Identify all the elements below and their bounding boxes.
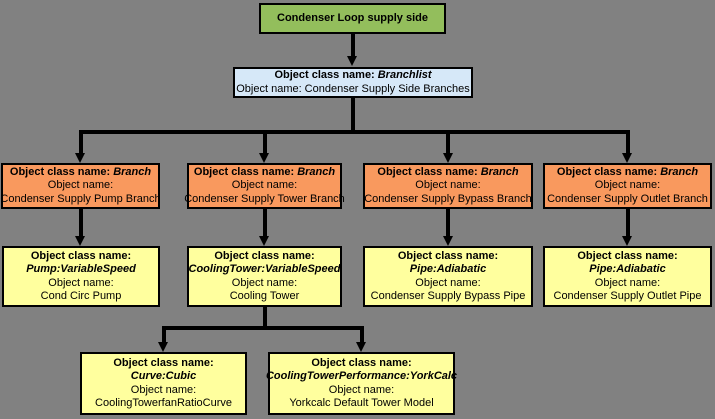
name-label: Object name: [415, 276, 481, 289]
node-branch-supply-outlet: Object class name:Branch Object name: Co… [543, 163, 712, 209]
node-curve-cubic: Object class name: Curve:Cubic Object na… [80, 352, 247, 415]
node-pipe-adiabatic-outlet: Object class name: Pipe:Adiabatic Object… [543, 246, 712, 307]
class-name: Pump:VariableSpeed [26, 263, 136, 275]
arrow-down-icon [442, 153, 453, 163]
object-name: Condenser Supply Pump Branch [0, 192, 161, 205]
object-name: Condenser Supply Outlet Pipe [553, 290, 702, 302]
class-label: Object class name: [274, 69, 375, 81]
class-label: Object class name: [377, 165, 478, 178]
object-name: Cond Circ Pump [40, 290, 122, 302]
object-name: Yorkcalc Default Tower Model [289, 397, 434, 409]
class-label: Object class name: [577, 249, 678, 262]
name-label: Object name: [130, 383, 197, 396]
node-coolingtowerperformance-yorkcalc: Object class name: CoolingTowerPerforman… [265, 352, 458, 415]
arrow-down-icon [356, 342, 366, 352]
arrow-down-icon [442, 236, 453, 246]
name-label: Object name: [594, 179, 661, 192]
connector-drop-sub-2 [359, 326, 364, 342]
node-condenser-loop-supply-side: Condenser Loop supply side [259, 3, 446, 34]
arrow-down-icon [347, 56, 357, 66]
connector-drop-branch-2 [262, 130, 267, 153]
class-label: Object class name: [30, 249, 132, 262]
class-label: Object class name: [214, 249, 315, 262]
class-label: Object class name: [556, 165, 658, 178]
arrow-down-icon [259, 153, 269, 163]
node-pipe-adiabatic-bypass: Object class name: Pipe:Adiabatic Object… [363, 246, 533, 307]
object-name: CoolingTowerfanRatioCurve [95, 397, 232, 409]
class-name: Curve:Cubic [130, 370, 197, 382]
connector-root-branchlist-line [350, 34, 355, 58]
name-label: Object name: [48, 276, 114, 289]
name-label: Object name: [594, 276, 661, 289]
class-label: Object class name: [311, 356, 412, 369]
object-name: Condenser Supply Outlet Branch [547, 192, 708, 205]
name-label: Object name: [328, 383, 395, 396]
name-label: Object name: [231, 276, 298, 289]
name-label: Object name: [236, 82, 302, 95]
connector-branch-bus [78, 130, 630, 134]
connector-branch2-component [262, 209, 267, 236]
class-name: Pipe:Adiabatic [589, 263, 666, 275]
arrow-down-icon [622, 153, 632, 163]
class-name: Branchlist [377, 69, 432, 81]
class-name: Branch [660, 165, 699, 178]
arrow-down-icon [75, 153, 85, 163]
node-title: Condenser Loop supply side [277, 11, 428, 24]
node-branchlist: Object class name:Branchlist Object name… [233, 67, 473, 98]
connector-branch4-component [625, 209, 630, 236]
arrow-down-icon [158, 342, 168, 352]
object-name: Condenser Supply Side Branches [304, 82, 470, 95]
node-branch-supply-tower: Object class name:Branch Object name: Co… [184, 163, 345, 209]
class-name: CoolingTower:VariableSpeed [188, 263, 341, 275]
connector-branch1-component [78, 209, 83, 236]
arrow-down-icon [622, 236, 632, 246]
connector-drop-branch-3 [446, 130, 450, 153]
object-name: Cooling Tower [229, 290, 300, 302]
connector-drop-branch-1 [78, 130, 83, 153]
connector-branchlist-stem [350, 98, 355, 132]
class-name: CoolingTowerPerformance:YorkCalc [265, 370, 458, 382]
class-name: Branch [480, 165, 519, 178]
class-label: Object class name: [9, 165, 111, 178]
class-label: Object class name: [193, 165, 295, 178]
connector-sub-bus [161, 326, 364, 330]
arrow-down-icon [259, 236, 269, 246]
connector-drop-sub-1 [161, 326, 166, 342]
class-name: Branch [297, 165, 336, 178]
object-name: Condenser Supply Bypass Branch [364, 192, 532, 205]
node-coolingtower-variablespeed: Object class name: CoolingTower:Variable… [187, 246, 342, 307]
class-name: Branch [113, 165, 152, 178]
class-label: Object class name: [113, 356, 214, 369]
node-pump-variablespeed: Object class name: Pump:VariableSpeed Ob… [2, 246, 160, 307]
object-name: Condenser Supply Tower Branch [184, 192, 345, 205]
name-label: Object name: [415, 179, 481, 192]
arrow-down-icon [75, 236, 85, 246]
object-name: Condenser Supply Bypass Pipe [370, 290, 526, 302]
node-branch-supply-pump: Object class name:Branch Object name: Co… [0, 163, 161, 209]
node-branch-supply-bypass: Object class name:Branch Object name: Co… [363, 163, 533, 209]
class-label: Object class name: [397, 249, 499, 262]
connector-drop-branch-4 [625, 130, 630, 153]
connector-coolingtower-stem [262, 307, 267, 330]
name-label: Object name: [47, 179, 114, 192]
connector-branch3-component [446, 209, 450, 236]
name-label: Object name: [231, 179, 298, 192]
class-name: Pipe:Adiabatic [409, 263, 487, 275]
